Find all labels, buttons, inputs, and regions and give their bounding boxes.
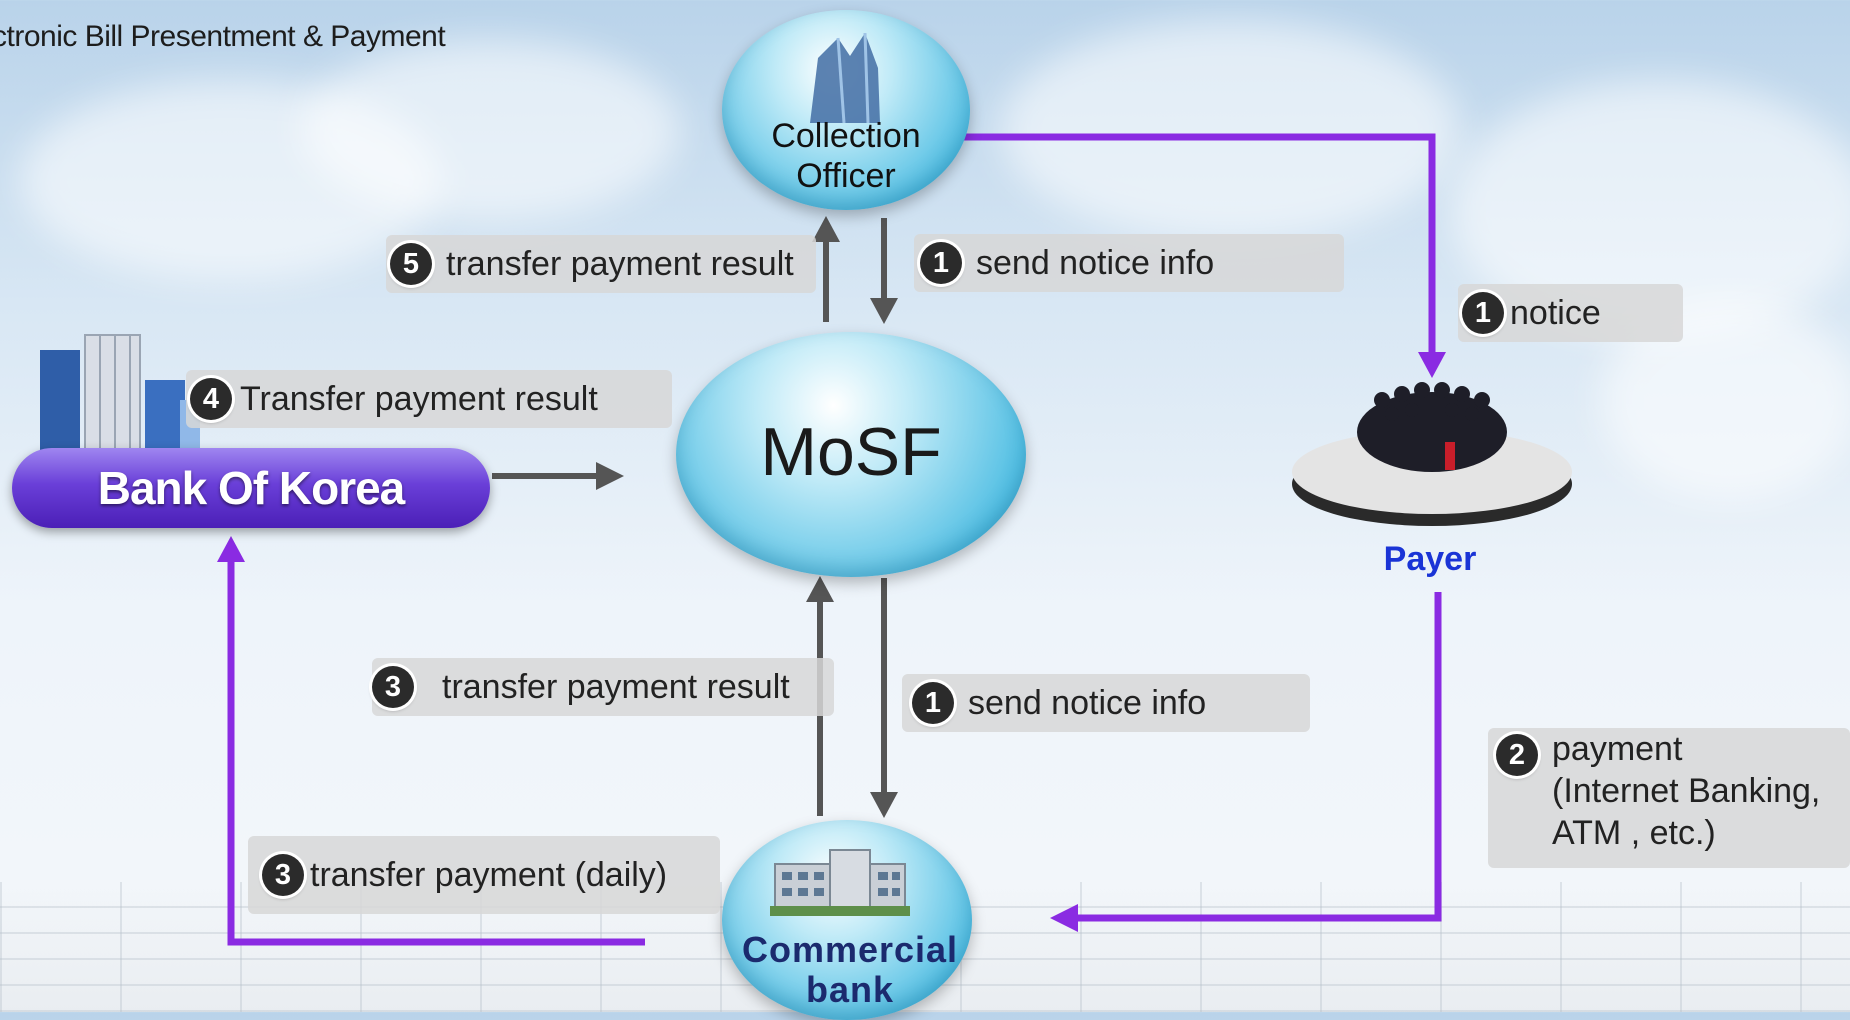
- collection-officer-label: Collection Officer: [771, 117, 921, 195]
- step-text: transfer payment (daily): [310, 855, 668, 894]
- payer-crowd-icon: [1292, 382, 1572, 526]
- step-number-badge: 5: [390, 243, 432, 285]
- mosf-node: [676, 332, 1026, 577]
- flow-notice-to-payer: [962, 133, 1446, 378]
- label-step2-payment: 2 payment (Internet Banking, ATM , etc.): [1488, 728, 1850, 868]
- arrow-collection-to-mosf: [870, 218, 898, 324]
- step-number-badge: 3: [372, 666, 414, 708]
- bank-building-icon: [770, 849, 910, 916]
- step-number-badge: 2: [1496, 734, 1538, 776]
- office-tower-icon: [810, 32, 880, 124]
- step-text: send notice info: [976, 243, 1215, 282]
- bank-of-korea-buildings-icon: [40, 334, 200, 450]
- cloud: [1000, 20, 1460, 240]
- arrow-mosf-to-collection: [812, 216, 840, 322]
- mosf-label: MoSF: [760, 414, 942, 490]
- label-step4: 4 Transfer payment result: [186, 370, 672, 428]
- step-number-badge: 3: [262, 854, 304, 896]
- step-number-badge: 1: [912, 682, 954, 724]
- payer-label: Payer: [1383, 540, 1477, 578]
- label-step5: 5 transfer payment result: [386, 235, 816, 293]
- bank-of-korea-node: Bank Of Korea: [12, 448, 490, 528]
- step-number-badge: 1: [1462, 292, 1504, 334]
- step-text: transfer payment result: [446, 244, 794, 283]
- label-step1-send-notice-top: 1 send notice info: [914, 234, 1344, 292]
- flow-payment-to-bank: [1050, 592, 1442, 932]
- collection-officer-node: [722, 10, 970, 210]
- step-text: payment (Internet Banking, ATM , etc.): [1552, 730, 1821, 852]
- flow-daily-to-bok: [217, 536, 645, 946]
- step-number-badge: 4: [190, 378, 232, 420]
- arrow-mosf-to-bank: [870, 578, 898, 818]
- cloud: [300, 40, 680, 220]
- commercial-bank-node: [722, 820, 972, 1020]
- page-title: ctronic Bill Presentment & Payment: [0, 20, 446, 53]
- step-text: Transfer payment result: [240, 379, 598, 418]
- label-step1-send-notice-bottom: 1 send notice info: [902, 674, 1310, 732]
- step-text: send notice info: [968, 683, 1207, 722]
- label-step3-transfer-result: 3 transfer payment result: [372, 658, 834, 716]
- label-step1-notice: 1 notice: [1458, 284, 1683, 342]
- label-step3-daily: 3 transfer payment (daily): [248, 836, 720, 914]
- arrow-bok-to-mosf: [492, 462, 624, 490]
- step-text: transfer payment result: [442, 667, 790, 706]
- step-number-badge: 1: [920, 242, 962, 284]
- step-text: notice: [1510, 293, 1601, 332]
- commercial-bank-label: Commercial bank: [741, 929, 959, 1010]
